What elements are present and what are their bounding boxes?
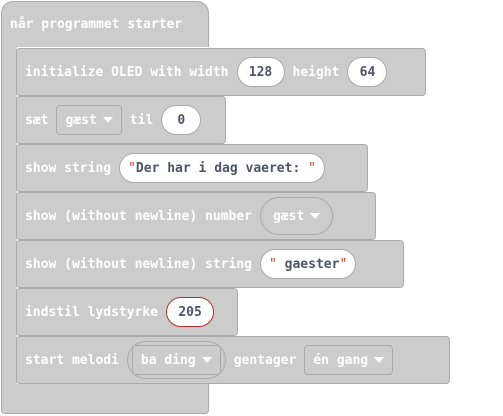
set-label: sæt bbox=[25, 112, 49, 128]
melody-dropdown[interactable]: ba ding bbox=[131, 345, 221, 375]
close-quote-icon: " bbox=[308, 160, 316, 176]
oled-height-input[interactable]: 64 bbox=[347, 57, 388, 87]
set-variable-block[interactable]: sæt gæst til 0 bbox=[16, 96, 226, 144]
volume-input[interactable]: 205 bbox=[166, 297, 215, 327]
show-string-no-newline-block[interactable]: show (without newline) string " gaester" bbox=[16, 240, 404, 288]
init-oled-block[interactable]: initialize OLED with width 128 height 64 bbox=[16, 48, 426, 96]
oled-height-label: height bbox=[292, 64, 340, 80]
oled-width-input[interactable]: 128 bbox=[236, 57, 285, 87]
show-string-no-newline-text: gaester bbox=[276, 256, 340, 272]
show-string-block[interactable]: show string "Der har i dag vaeret: " bbox=[16, 144, 368, 192]
set-value-input[interactable]: 0 bbox=[161, 105, 202, 135]
show-number-variable-dropdown[interactable]: gæst bbox=[259, 197, 334, 235]
show-string-text: Der har i dag vaeret: bbox=[135, 160, 309, 176]
on-start-container-spine bbox=[1, 46, 17, 386]
open-quote-icon: " bbox=[128, 160, 136, 176]
on-start-container-footer bbox=[1, 384, 209, 414]
show-number-variable-name: gæst bbox=[272, 208, 305, 224]
set-to-label: til bbox=[129, 112, 154, 128]
open-quote-icon: " bbox=[268, 256, 277, 272]
repeat-label: gentager bbox=[233, 352, 297, 368]
chevron-down-icon bbox=[374, 357, 385, 363]
set-volume-label: indstil lydstyrke bbox=[25, 304, 159, 320]
chevron-down-icon bbox=[201, 357, 212, 363]
show-string-label: show string bbox=[25, 160, 112, 176]
show-number-block[interactable]: show (without newline) number gæst bbox=[16, 192, 376, 240]
set-variable-dropdown[interactable]: gæst bbox=[56, 105, 122, 135]
start-melody-block[interactable]: start melodi ba ding gentager én gang bbox=[16, 336, 450, 384]
init-oled-label: initialize OLED with width bbox=[25, 64, 229, 80]
on-start-label: når programmet starter bbox=[10, 17, 183, 32]
repeat-value: én gang bbox=[313, 352, 369, 368]
show-string-no-newline-input[interactable]: " gaester" bbox=[259, 249, 357, 279]
melody-slot[interactable]: ba ding bbox=[126, 341, 226, 379]
close-quote-icon: " bbox=[339, 256, 348, 272]
set-volume-block[interactable]: indstil lydstyrke 205 bbox=[16, 288, 238, 336]
melody-name: ba ding bbox=[140, 352, 196, 368]
on-start-block[interactable]: når programmet starter bbox=[1, 1, 209, 47]
start-melody-label: start melodi bbox=[25, 352, 119, 368]
show-string-input[interactable]: "Der har i dag vaeret: " bbox=[119, 153, 325, 183]
show-string-no-newline-label: show (without newline) string bbox=[25, 256, 252, 272]
set-variable-name: gæst bbox=[65, 112, 97, 128]
chevron-down-icon bbox=[310, 213, 321, 219]
repeat-dropdown[interactable]: én gang bbox=[304, 345, 394, 375]
show-number-label: show (without newline) number bbox=[25, 208, 252, 224]
chevron-down-icon bbox=[102, 117, 113, 123]
